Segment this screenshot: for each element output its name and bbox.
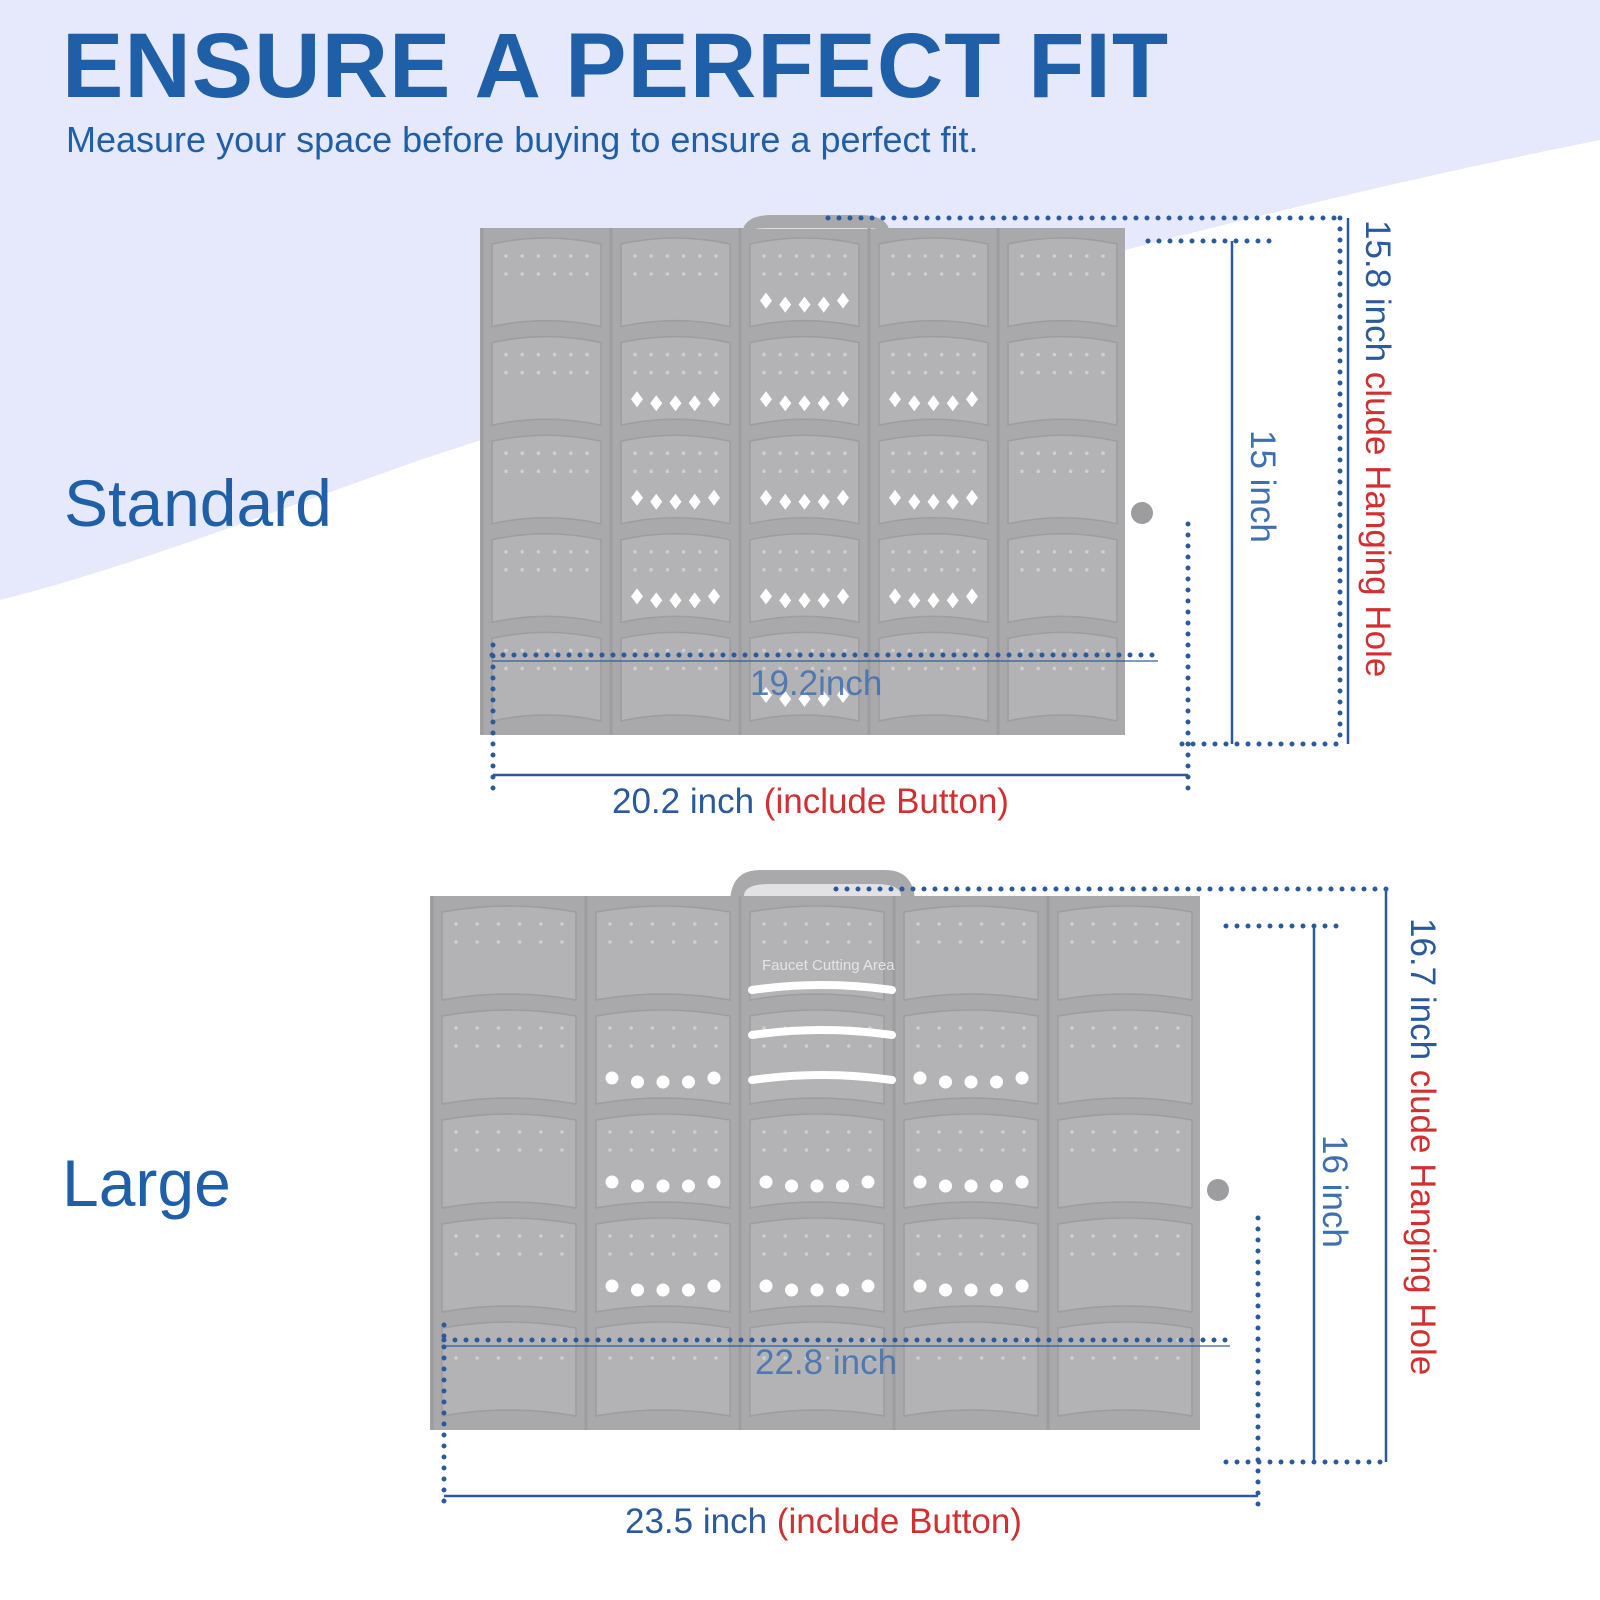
standard-outer-width: 20.2 inch (include Button): [612, 784, 1009, 819]
large-mat-illustration: [430, 870, 1229, 1430]
standard-outer-width-value: 20.2 inch: [612, 782, 755, 821]
large-size-label: Large: [62, 1146, 231, 1220]
standard-outer-height-value: 15.8 inch: [1358, 220, 1397, 363]
large-outer-height-note: clude Hanging Hole: [1403, 1069, 1442, 1376]
standard-mat-illustration: [480, 215, 1153, 735]
large-inner-height: 16 inch: [1315, 1135, 1354, 1248]
standard-inner-width: 19.2inch: [750, 664, 883, 703]
large-outer-width-value: 23.5 inch: [625, 1502, 768, 1541]
standard-inner-height: 15 inch: [1243, 430, 1282, 543]
standard-size-label: Standard: [64, 466, 332, 540]
large-outer-width-note: (include Button): [776, 1502, 1022, 1541]
page-subtitle: Measure your space before buying to ensu…: [66, 119, 979, 160]
large-inner-width: 22.8 inch: [755, 1343, 898, 1382]
large-outer-width: 23.5 inch (include Button): [625, 1504, 1022, 1539]
large-outer-height-value: 16.7 inch: [1403, 918, 1442, 1061]
standard-outer-height-note: clude Hanging Hole: [1358, 371, 1397, 678]
page-title: ENSURE A PERFECT FIT: [62, 15, 1170, 117]
standard-outer-height: 15.8 inch clude Hanging Hole: [1358, 220, 1397, 678]
faucet-cutting-area-label: Faucet Cutting Area: [762, 957, 895, 974]
standard-outer-width-note: (include Button): [763, 782, 1009, 821]
large-outer-height: 16.7 inch clude Hanging Hole: [1403, 918, 1442, 1376]
